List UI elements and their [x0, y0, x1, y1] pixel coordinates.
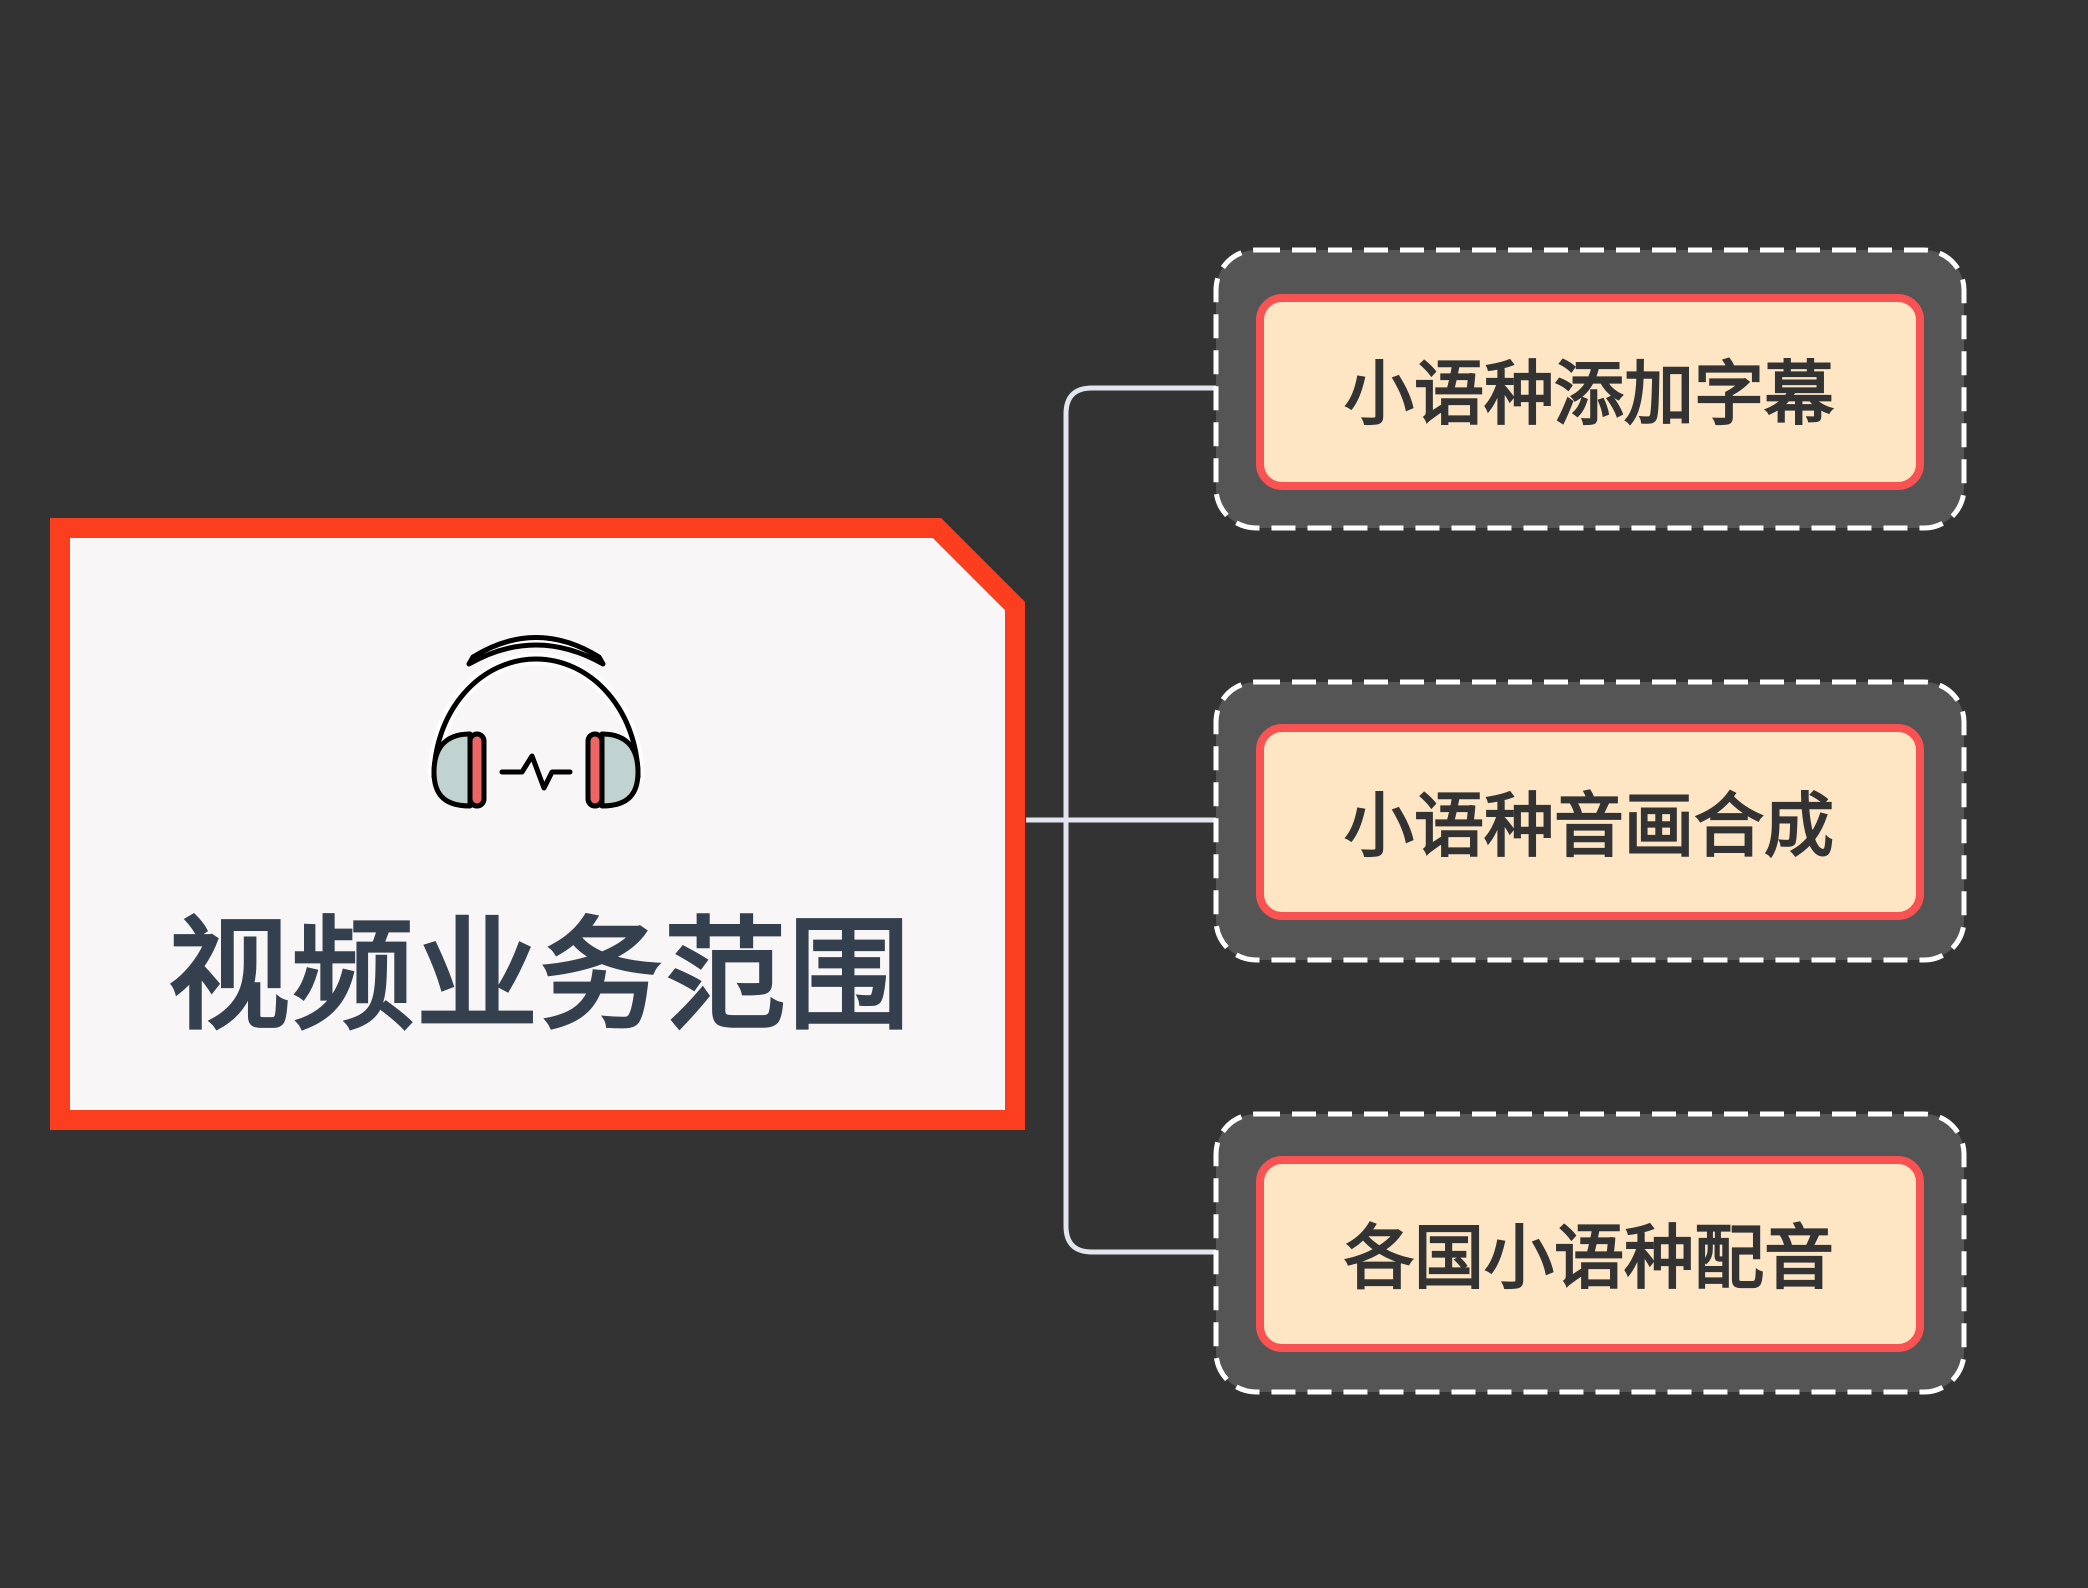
- connectors: [1026, 385, 1258, 1255]
- branch-label-3: 各国小语种配音: [1344, 1216, 1834, 1299]
- connector-branch-3: [1063, 820, 1258, 1255]
- branch-3-inner[interactable]: [1256, 1156, 1924, 1352]
- root-node[interactable]: [50, 518, 1025, 1130]
- root-node-box[interactable]: [50, 518, 1025, 1130]
- branch-2-inner[interactable]: [1256, 724, 1924, 920]
- branch-1-inner[interactable]: [1256, 294, 1924, 490]
- branch-label-2: 小语种音画合成: [1344, 784, 1834, 867]
- branch-node-1[interactable]: [1213, 247, 1967, 531]
- branch-node-3[interactable]: [1213, 1111, 1967, 1395]
- branch-node-2[interactable]: [1213, 679, 1967, 963]
- headphones-icon: [427, 635, 645, 809]
- connector-branch-1: [1063, 385, 1258, 820]
- branch-label-1: 小语种添加字幕: [1344, 352, 1834, 435]
- root-title: 视频业务范围: [168, 904, 912, 1047]
